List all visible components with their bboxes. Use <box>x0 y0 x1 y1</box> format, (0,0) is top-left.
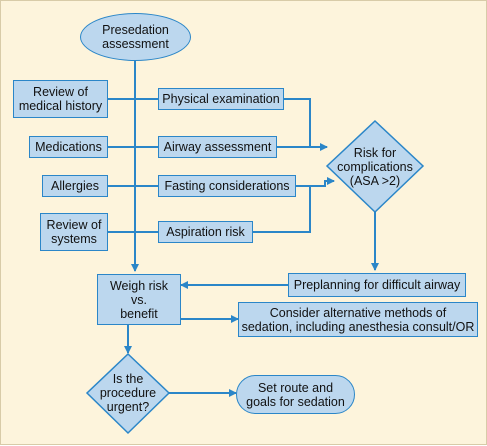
medications-box: Medications <box>29 136 108 158</box>
connector-aspiration-risk <box>253 186 311 233</box>
procedure-urgent-label: Is the procedure urgent? <box>99 372 157 414</box>
review-of-systems-box: Review of systems <box>40 213 108 251</box>
medical-history-box: Review of medical history <box>13 80 108 118</box>
aspiration-risk-box: Aspiration risk <box>158 221 253 243</box>
risk-complications-label: Risk for complications (ASA >2) <box>337 146 413 188</box>
airway-assessment-box: Airway assessment <box>158 136 277 158</box>
urgent-diamond <box>85 352 171 435</box>
allergies-box: Allergies <box>42 175 108 197</box>
physical-examination-box: Physical examination <box>158 88 284 110</box>
fasting-considerations-box: Fasting considerations <box>158 175 296 197</box>
risk-diamond <box>325 119 425 214</box>
preplanning-difficult-airway-box: Preplanning for difficult airway <box>288 273 466 297</box>
alternative-sedation-methods-box: Consider alternative methods of sedation… <box>238 302 478 337</box>
connector-physical-risk <box>284 98 328 151</box>
presedation-assessment-node: Presedation assessment <box>80 13 191 61</box>
weigh-risk-benefit-box: Weigh risk vs. benefit <box>97 274 181 325</box>
set-route-goals-node: Set route and goals for sedation <box>236 375 355 414</box>
